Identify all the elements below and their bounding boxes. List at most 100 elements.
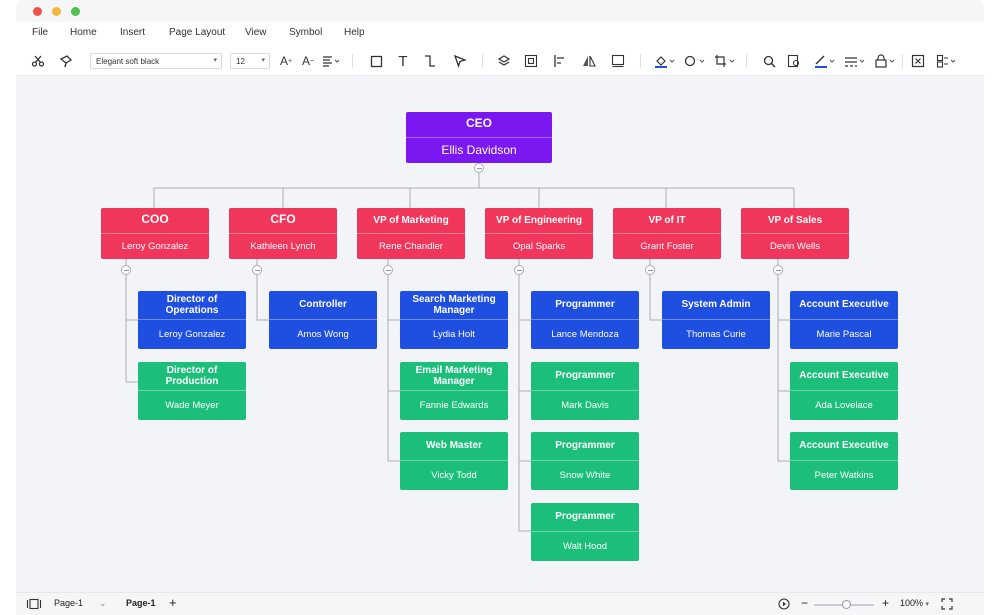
menu-bar: File Home Insert Page Layout View Symbol… (16, 22, 984, 44)
menu-file[interactable]: File (32, 27, 49, 38)
org-node-title: Programmer (531, 362, 639, 391)
org-node-title: CEO (406, 112, 552, 138)
menu-page-layout[interactable]: Page Layout (169, 27, 226, 38)
font-family-value: Elegant soft black (96, 57, 160, 66)
org-node-name: Lydia Holt (433, 329, 475, 340)
org-node-vp-engineering[interactable]: VP of Engineering Opal Sparks (485, 208, 593, 259)
org-node-name: Marie Pascal (816, 329, 872, 340)
add-page-button[interactable]: + (169, 595, 177, 610)
fit-page-icon[interactable] (910, 52, 926, 70)
increase-font-icon[interactable]: A+ (279, 54, 293, 68)
flip-icon[interactable] (581, 52, 597, 70)
org-node-ceo[interactable]: CEO Ellis Davidson (406, 112, 552, 163)
org-node-controller[interactable]: Controller Amos Wong (269, 291, 377, 349)
org-node-programmer[interactable]: Programmer Lance Mendoza (531, 291, 639, 349)
org-node-name: Vicky Todd (431, 470, 477, 481)
diagram-canvas[interactable]: CEO Ellis Davidson COO Leroy Gonzalez CF… (16, 76, 984, 592)
menu-insert[interactable]: Insert (120, 27, 146, 38)
font-size-select[interactable]: 12 ▾ (230, 53, 270, 69)
org-node-name: Ellis Davidson (441, 143, 517, 158)
rectangle-icon[interactable] (368, 52, 384, 70)
fill-color-icon[interactable] (654, 52, 676, 70)
org-node-programmer[interactable]: Programmer Mark Davis (531, 362, 639, 420)
org-node-programmer[interactable]: Programmer Snow White (531, 432, 639, 490)
find-replace-icon[interactable] (786, 52, 802, 70)
collapse-icon[interactable] (773, 265, 783, 275)
org-node-search-marketing[interactable]: Search Marketing Manager Lydia Holt (400, 291, 508, 349)
minimize-window-button[interactable] (52, 7, 61, 16)
org-node-account-executive[interactable]: Account Executive Marie Pascal (790, 291, 898, 349)
collapse-icon[interactable] (252, 265, 262, 275)
fullscreen-icon[interactable] (941, 598, 953, 612)
org-node-web-master[interactable]: Web Master Vicky Todd (400, 432, 508, 490)
lock-icon[interactable] (874, 52, 896, 70)
org-node-title: VP of IT (613, 208, 721, 234)
zoom-slider-handle[interactable] (842, 600, 851, 609)
search-icon[interactable] (761, 52, 777, 70)
play-icon[interactable] (778, 598, 790, 612)
zoom-level[interactable]: 100% ▾ (900, 598, 929, 608)
org-node-cfo[interactable]: CFO Kathleen Lynch (229, 208, 337, 259)
org-node-name: Fannie Edwards (419, 400, 489, 411)
group-icon[interactable] (523, 52, 539, 70)
shape-style-icon[interactable] (684, 52, 706, 70)
org-node-title: Web Master (400, 432, 508, 461)
collapse-icon[interactable] (383, 265, 393, 275)
zoom-in-button[interactable]: + (882, 596, 890, 610)
collapse-icon[interactable] (514, 265, 524, 275)
maximize-window-button[interactable] (71, 7, 80, 16)
connector-icon[interactable] (422, 52, 438, 70)
menu-symbol[interactable]: Symbol (289, 27, 323, 38)
menu-help[interactable]: Help (344, 27, 365, 38)
page-view-icon[interactable] (26, 598, 42, 612)
org-node-director-operations[interactable]: Director of Operations Leroy Gonzalez (138, 291, 246, 349)
org-node-programmer[interactable]: Programmer Walt Hood (531, 503, 639, 561)
collapse-icon[interactable] (121, 265, 131, 275)
close-window-button[interactable] (33, 7, 42, 16)
collapse-icon[interactable] (474, 163, 484, 173)
org-node-vp-sales[interactable]: VP of Sales Devin Wells (741, 208, 849, 259)
zoom-out-button[interactable]: − (801, 596, 809, 610)
org-node-title: Programmer (531, 432, 639, 461)
align-icon[interactable] (322, 52, 340, 70)
menu-view[interactable]: View (245, 27, 267, 38)
pointer-icon[interactable] (452, 52, 468, 70)
page-select[interactable]: Page-1 ⌄ (54, 598, 106, 608)
org-node-name: Amos Wong (297, 329, 349, 340)
font-family-select[interactable]: Elegant soft black ▾ (90, 53, 222, 69)
org-node-director-production[interactable]: Director of Production Wade Meyer (138, 362, 246, 420)
org-node-vp-marketing[interactable]: VP of Marketing Rene Chandler (357, 208, 465, 259)
toolbar-divider (482, 54, 483, 68)
decrease-font-icon[interactable]: A− (301, 54, 315, 68)
org-node-email-marketing[interactable]: Email Marketing Manager Fannie Edwards (400, 362, 508, 420)
format-painter-icon[interactable] (58, 52, 74, 70)
more-tools-icon[interactable] (936, 52, 958, 70)
text-icon[interactable]: T (398, 52, 408, 70)
align-left-icon[interactable] (552, 52, 568, 70)
org-node-name: Opal Sparks (512, 240, 566, 252)
org-node-name: Lance Mendoza (551, 329, 619, 340)
org-node-title: VP of Marketing (357, 208, 465, 234)
org-node-name: Leroy Gonzalez (158, 329, 226, 340)
line-style-icon[interactable] (844, 52, 866, 70)
title-bar (16, 0, 984, 22)
org-node-name: Mark Davis (561, 400, 609, 411)
org-node-account-executive[interactable]: Account Executive Peter Watkins (790, 432, 898, 490)
frame-icon[interactable] (610, 52, 626, 70)
page-select-value: Page-1 (54, 598, 84, 608)
crop-icon[interactable] (714, 52, 736, 70)
menu-home[interactable]: Home (70, 27, 97, 38)
cut-icon[interactable] (30, 52, 46, 70)
org-node-system-admin[interactable]: System Admin Thomas Curie (662, 291, 770, 349)
org-node-name: Peter Watkins (814, 470, 874, 481)
status-bar: Page-1 ⌄ Page-1 + − + 100% ▾ (16, 592, 984, 615)
page-tab[interactable]: Page-1 (126, 598, 156, 608)
layers-icon[interactable] (496, 52, 512, 70)
org-node-vp-it[interactable]: VP of IT Grant Foster (613, 208, 721, 259)
collapse-icon[interactable] (645, 265, 655, 275)
org-node-coo[interactable]: COO Leroy Gonzalez (101, 208, 209, 259)
line-color-icon[interactable] (814, 52, 836, 70)
org-node-title: Director of Operations (138, 291, 246, 320)
org-node-title: Controller (269, 291, 377, 320)
org-node-account-executive[interactable]: Account Executive Ada Lovelace (790, 362, 898, 420)
